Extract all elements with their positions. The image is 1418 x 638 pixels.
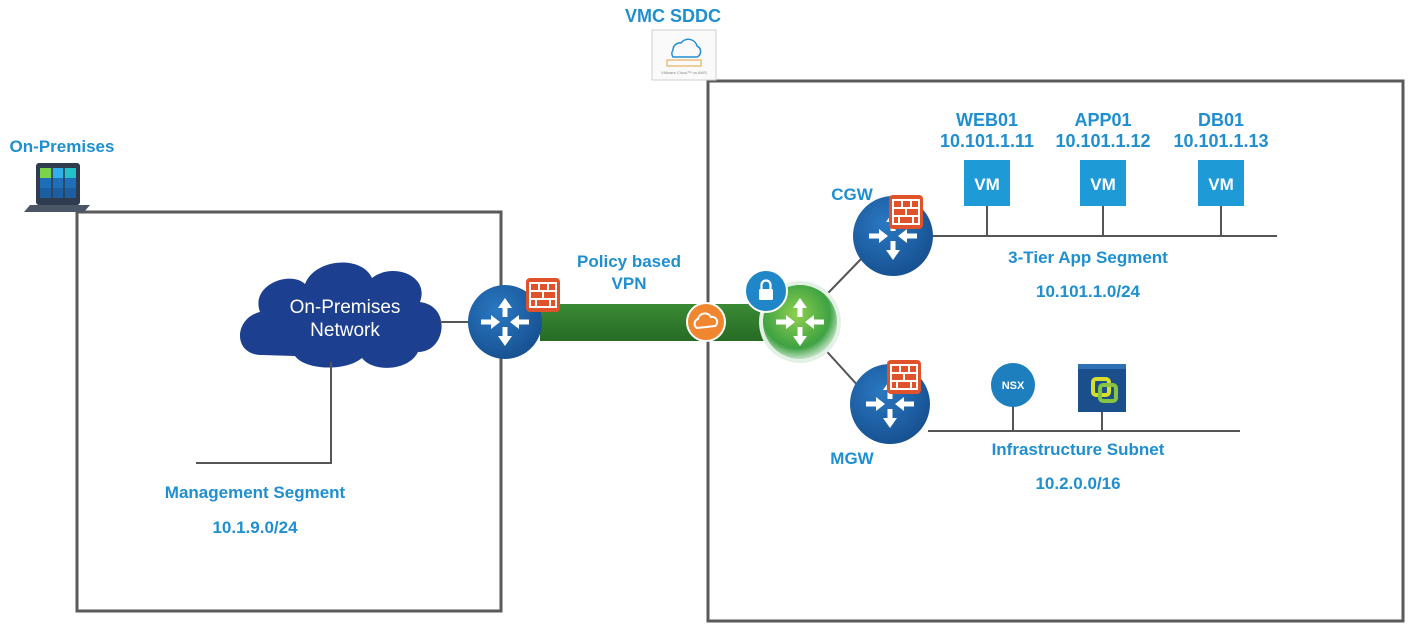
vpn-label-line2: VPN xyxy=(612,274,647,293)
vm-name: DB01 xyxy=(1198,110,1244,130)
nsx-badge: NSX xyxy=(1002,380,1025,392)
cloud-label-line2: Network xyxy=(310,320,380,341)
on-premises-network-cloud: On-Premises Network xyxy=(240,262,442,368)
vmc-logo-caption: VMware Cloud™ on AWS xyxy=(661,70,707,75)
on-premises-firewall-icon xyxy=(525,277,561,313)
vpn-lock-icon xyxy=(744,269,788,313)
vm-name: APP01 xyxy=(1074,110,1131,130)
vm-ip: 10.101.1.13 xyxy=(1173,131,1268,151)
cloud-label-line1: On-Premises xyxy=(290,297,401,318)
app-segment-cidr: 10.101.1.0/24 xyxy=(1036,282,1141,301)
mgw-firewall-icon xyxy=(886,359,922,395)
infra-subnet-cidr: 10.2.0.0/16 xyxy=(1035,474,1120,493)
vmc-on-aws-logo: VMware Cloud™ on AWS xyxy=(651,29,717,81)
vm-icon xyxy=(964,160,1010,206)
mgw-label: MGW xyxy=(830,449,874,468)
vpn-tunnel xyxy=(540,304,770,341)
on-premises-router-icon xyxy=(468,285,542,359)
vm-web01: WEB01 10.101.1.11 VM xyxy=(940,110,1034,236)
app-segment-label: 3-Tier App Segment xyxy=(1008,248,1168,267)
vm-badge: VM xyxy=(1090,175,1116,194)
vm-ip: 10.101.1.11 xyxy=(940,131,1034,151)
vm-app01: APP01 10.101.1.12 VM xyxy=(1055,110,1151,236)
vcenter-icon xyxy=(1078,364,1126,412)
vpn-label-line1: Policy based xyxy=(577,252,681,271)
cgw-label: CGW xyxy=(831,185,874,204)
mgmt-segment-cidr: 10.1.9.0/24 xyxy=(212,518,298,537)
nsx-icon: NSX xyxy=(991,363,1035,407)
vm-badge: VM xyxy=(1208,175,1234,194)
on-premises-boundary xyxy=(75,210,503,613)
mgmt-segment-label: Management Segment xyxy=(165,483,346,502)
vpn-cloud-icon xyxy=(686,302,726,342)
vm-icon xyxy=(1080,160,1126,206)
vm-icon xyxy=(1198,160,1244,206)
datacenter-icon xyxy=(24,163,90,212)
on-premises-title: On-Premises xyxy=(10,137,115,156)
sddc-boundary xyxy=(706,79,1405,623)
vm-db01: DB01 10.101.1.13 VM xyxy=(1173,110,1269,236)
infra-subnet-label: Infrastructure Subnet xyxy=(992,440,1165,459)
vm-badge: VM xyxy=(974,175,1000,194)
vmc-sddc-title: VMC SDDC xyxy=(625,6,721,26)
vm-name: WEB01 xyxy=(956,110,1018,130)
cgw-firewall-icon xyxy=(888,194,924,230)
vm-ip: 10.101.1.12 xyxy=(1055,131,1150,151)
